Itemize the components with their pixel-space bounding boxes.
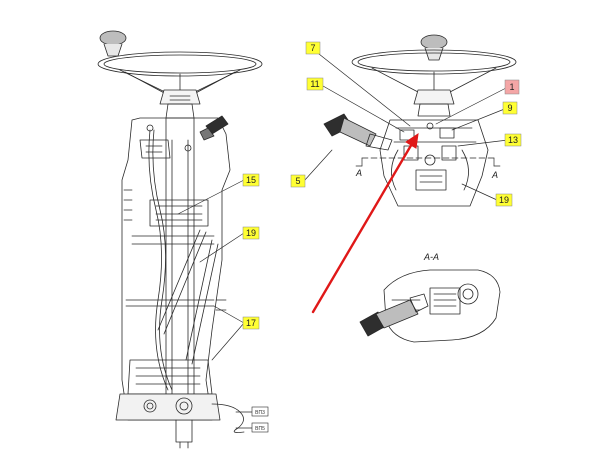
svg-text:ВП3: ВП3 [255, 410, 265, 416]
callout-15-label: 15 [246, 175, 256, 185]
callout-7-label: 7 [310, 43, 315, 53]
section-view [359, 269, 501, 343]
section-mark-left: A [355, 168, 362, 178]
red-pointer-arrow [311, 132, 419, 314]
section-mark-right: A [491, 170, 498, 180]
svg-text:ВП5: ВП5 [255, 426, 265, 432]
callout-9-label: 9 [507, 103, 512, 113]
callout-11-label: 11 [310, 79, 319, 89]
callout-17-label: 17 [246, 318, 256, 328]
callout-13: 13 [504, 133, 522, 147]
right-stalk-lever [323, 113, 393, 151]
callout-19-left: 19 [242, 226, 260, 240]
callout-19-right: 19 [495, 193, 513, 207]
section-line [355, 157, 501, 167]
left-column-body [115, 115, 231, 449]
left-connector-cable [211, 403, 253, 433]
connector-label-bottom: ВП5 [251, 422, 269, 433]
left-leader-lines [177, 179, 245, 361]
callout-13-label: 13 [508, 135, 518, 145]
callout-11: 11 [306, 77, 324, 91]
callout-17: 17 [242, 316, 260, 330]
callout-15: 15 [242, 173, 260, 187]
connector-label-top: ВП3 [251, 406, 269, 417]
left-steering-wheel [97, 30, 263, 119]
right-leader-lines [303, 53, 509, 201]
callout-7: 7 [305, 41, 321, 55]
section-title: A-A [423, 252, 439, 262]
callout-1-label: 1 [509, 82, 514, 92]
callout-9: 9 [502, 101, 518, 115]
right-steering-wheel [351, 34, 517, 117]
callout-19-right-label: 19 [499, 195, 509, 205]
right-switch-body [379, 119, 489, 207]
callout-19-left-label: 19 [246, 228, 256, 238]
callout-1: 1 [504, 79, 520, 95]
callout-5-label: 5 [295, 176, 300, 186]
callout-5: 5 [290, 174, 306, 188]
